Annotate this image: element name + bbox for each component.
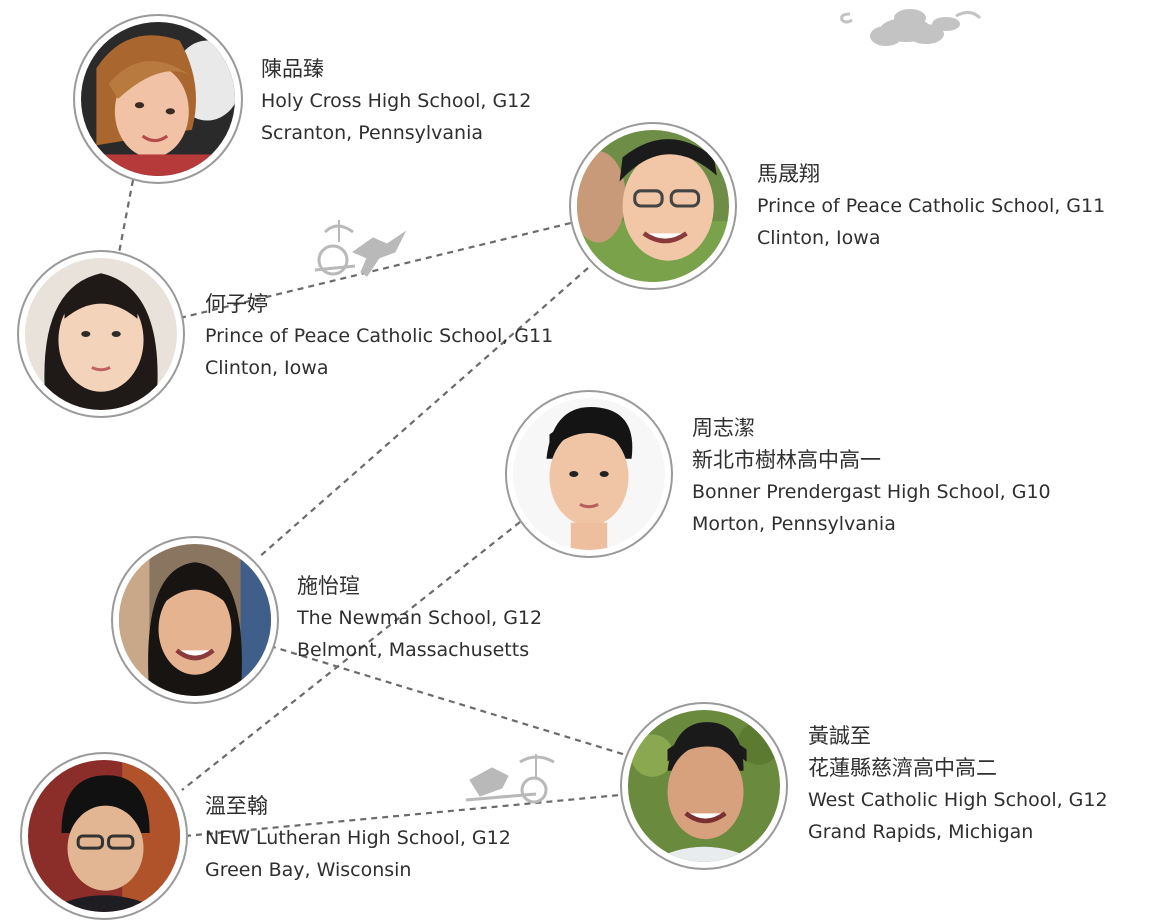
connector-line [257, 267, 589, 559]
portrait-photo [628, 710, 780, 862]
portrait-photo [81, 22, 235, 176]
portrait-photo [28, 760, 180, 912]
avatar [620, 702, 788, 870]
profile-info: 馬晟翔 Prince of Peace Catholic School, G11… [757, 158, 1105, 254]
profile-info: 黃誠至 花蓮縣慈濟高中高二 West Catholic High School,… [808, 720, 1108, 848]
avatar [505, 390, 673, 558]
portrait-photo [119, 544, 271, 696]
portrait-photo [577, 130, 729, 282]
location-label: Belmont, Massachusetts [297, 639, 530, 661]
location-label: Morton, Pennsylvania [692, 513, 896, 535]
connector-line [179, 220, 576, 320]
chariot-ornament-icon [314, 220, 407, 277]
profile-info: 周志潔 新北市樹林高中高一 Bonner Prendergast High Sc… [692, 412, 1051, 540]
avatar [20, 752, 188, 920]
profile-info: 施怡瑄 The Newman School, G12 Belmont, Mass… [297, 570, 542, 666]
connector-line [116, 179, 135, 259]
location-label: Clinton, Iowa [757, 227, 881, 249]
school-label: Bonner Prendergast High School, G10 [692, 481, 1051, 503]
avatar [17, 250, 185, 418]
student-name: 溫至翰 [205, 794, 268, 818]
school-label: West Catholic High School, G12 [808, 789, 1108, 811]
profile-info: 溫至翰 NEW Lutheran High School, G12 Green … [205, 790, 511, 886]
student-school-chinese: 新北市樹林高中高一 [692, 448, 881, 472]
student-name: 周志潔 [692, 416, 755, 440]
school-label: Prince of Peace Catholic School, G11 [757, 195, 1106, 217]
portrait-photo [25, 258, 177, 410]
profile-info: 陳品臻 Holy Cross High School, G12 Scranton… [261, 53, 531, 149]
student-name: 黃誠至 [808, 724, 871, 748]
chariot-ornament-icon [465, 754, 555, 804]
location-label: Grand Rapids, Michigan [808, 821, 1034, 843]
avatar [111, 536, 279, 704]
location-label: Clinton, Iowa [205, 357, 329, 379]
student-name: 施怡瑄 [297, 574, 360, 598]
student-name: 馬晟翔 [757, 162, 820, 186]
school-label: The Newman School, G12 [297, 607, 543, 629]
avatar [73, 14, 243, 184]
connector-line [184, 793, 621, 838]
school-label: NEW Lutheran High School, G12 [205, 827, 511, 849]
school-label: Prince of Peace Catholic School, G11 [205, 325, 554, 347]
location-label: Scranton, Pennsylvania [261, 122, 484, 144]
connector-line [269, 644, 627, 757]
connector-line [181, 521, 521, 791]
student-name: 陳品臻 [261, 57, 324, 81]
portrait-photo [513, 398, 665, 550]
profile-info: 何子婷 Prince of Peace Catholic School, G11… [205, 288, 553, 384]
location-label: Green Bay, Wisconsin [205, 859, 412, 881]
student-school-chinese: 花蓮縣慈濟高中高二 [808, 756, 997, 780]
cloud-ornament-icon [840, 9, 982, 46]
student-name: 何子婷 [205, 292, 268, 316]
school-label: Holy Cross High School, G12 [261, 90, 532, 112]
avatar [569, 122, 737, 290]
